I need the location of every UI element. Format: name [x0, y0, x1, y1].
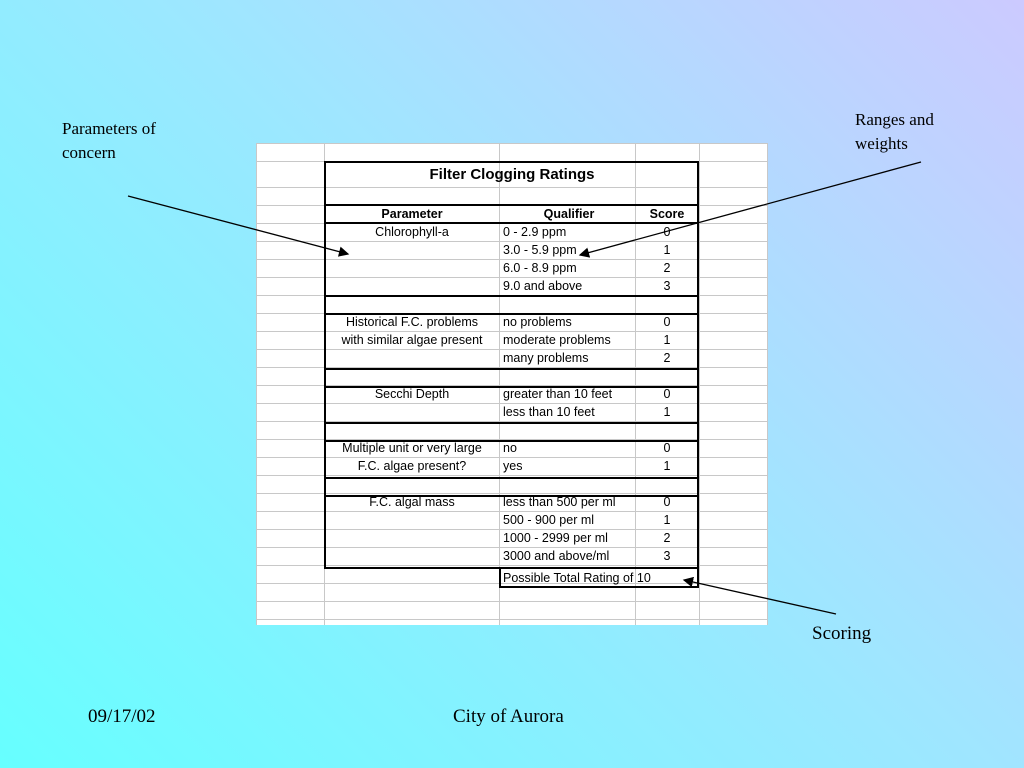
cell-score: 2: [663, 351, 671, 365]
cell-score: 1: [663, 459, 671, 473]
table-border: [324, 386, 699, 388]
table-border: [324, 567, 699, 569]
cell-score: 1: [663, 243, 671, 257]
cell-qualifier: 9.0 and above: [503, 279, 583, 293]
cell-score: 0: [663, 315, 671, 329]
grid-column-line: [499, 143, 500, 625]
grid-row-line: [256, 583, 768, 584]
table-border: [324, 495, 699, 497]
table-border: [324, 222, 699, 224]
grid-column-line: [256, 143, 257, 625]
grid-row-line: [256, 277, 768, 278]
grid-row-line: [256, 475, 768, 476]
table-border: [324, 161, 699, 163]
grid-row-line: [256, 619, 768, 620]
grid-row-line: [256, 331, 768, 332]
cell-score: 2: [663, 531, 671, 545]
header-parameter: Parameter: [381, 207, 443, 221]
scoring-annotation: Scoring: [812, 623, 872, 644]
grid-column-line: [767, 143, 768, 625]
grid-row-line: [256, 547, 768, 548]
parameters-annotation: Parameters of concern: [62, 119, 156, 162]
grid-row-line: [256, 349, 768, 350]
cell-qualifier: 3000 and above/ml: [503, 549, 610, 563]
cell-score: 0: [663, 225, 671, 239]
table-border: [697, 567, 699, 587]
cell-score: 1: [663, 333, 671, 347]
grid-row-line: [256, 385, 768, 386]
grid-row-line: [256, 241, 768, 242]
table-border: [324, 295, 699, 297]
grid-row-line: [256, 511, 768, 512]
cell-score: 3: [663, 549, 671, 563]
cell-score: 1: [663, 513, 671, 527]
cell-score: 0: [663, 441, 671, 455]
header-qualifier: Qualifier: [543, 207, 595, 221]
footer-organization: City of Aurora: [453, 706, 564, 727]
grid-row-line: [256, 457, 768, 458]
table-border: [324, 477, 699, 479]
cell-qualifier: yes: [503, 459, 523, 473]
grid-row-line: [256, 601, 768, 602]
total-rating: Possible Total Rating of 10: [503, 571, 651, 585]
table-border: [324, 161, 326, 569]
cell-qualifier: moderate problems: [503, 333, 611, 347]
cell-parameter: Chlorophyll-a: [375, 225, 449, 239]
cell-qualifier: 0 - 2.9 ppm: [503, 225, 567, 239]
header-score: Score: [649, 207, 685, 221]
cell-parameter: F.C. algal mass: [369, 495, 455, 509]
ranges-annotation: Ranges and weights: [855, 110, 934, 153]
table-border: [324, 368, 699, 370]
cell-score: 1: [663, 405, 671, 419]
cell-qualifier: no problems: [503, 315, 572, 329]
footer-date: 09/17/02: [88, 706, 156, 727]
parameters-arrow: [127, 195, 350, 257]
grid-column-line: [635, 143, 636, 625]
scoring-arrow: [682, 576, 837, 615]
table-border: [324, 422, 699, 424]
table-border: [324, 204, 699, 206]
cell-parameter: Multiple unit or very large: [342, 441, 482, 455]
cell-parameter: F.C. algae present?: [357, 459, 467, 473]
table-border: [324, 440, 699, 442]
filter-clogging-table: Filter Clogging Ratings Parameter Qualif…: [256, 143, 768, 625]
table-border: [697, 161, 699, 569]
grid-row-line: [256, 439, 768, 440]
cell-score: 0: [663, 387, 671, 401]
grid-column-line: [699, 143, 700, 625]
cell-qualifier: no: [503, 441, 517, 455]
cell-qualifier: 6.0 - 8.9 ppm: [503, 261, 577, 275]
table-border: [499, 567, 501, 587]
grid-row-line: [256, 187, 768, 188]
table-border: [499, 586, 699, 588]
ranges-arrow: [578, 161, 922, 258]
grid-row-line: [256, 421, 768, 422]
cell-parameter: Historical F.C. problems: [346, 315, 478, 329]
cell-qualifier: 1000 - 2999 per ml: [503, 531, 608, 545]
cell-score: 2: [663, 261, 671, 275]
cell-parameter: with similar algae present: [341, 333, 483, 347]
table-border: [324, 313, 699, 315]
grid-row-line: [256, 493, 768, 494]
cell-qualifier: 3.0 - 5.9 ppm: [503, 243, 577, 257]
grid-row-line: [256, 403, 768, 404]
grid-row-line: [256, 143, 768, 144]
grid-row-line: [256, 259, 768, 260]
cell-score: 3: [663, 279, 671, 293]
grid-row-line: [256, 529, 768, 530]
cell-parameter: Secchi Depth: [374, 387, 450, 401]
cell-qualifier: less than 500 per ml: [503, 495, 616, 509]
cell-qualifier: greater than 10 feet: [503, 387, 613, 401]
cell-score: 0: [663, 495, 671, 509]
grid-row-line: [256, 367, 768, 368]
grid-row-line: [256, 565, 768, 566]
cell-qualifier: many problems: [503, 351, 589, 365]
cell-qualifier: 500 - 900 per ml: [503, 513, 595, 527]
table-title: Filter Clogging Ratings: [429, 166, 595, 183]
cell-qualifier: less than 10 feet: [503, 405, 595, 419]
